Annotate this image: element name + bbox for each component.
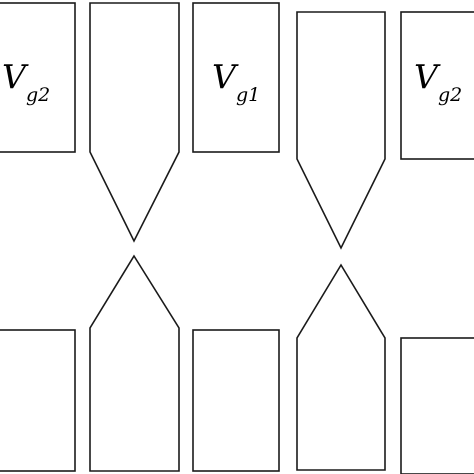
- gate-electrode-bottom-left: [0, 329, 76, 472]
- gate-label-right-subscript: g2: [438, 84, 462, 106]
- gate-label-right: V g2: [414, 57, 462, 106]
- point-contact-bottom-left: [89, 254, 180, 472]
- gate-electrode-top-right: [400, 11, 474, 160]
- gate-label-center: V g1: [212, 57, 260, 106]
- gate-label-left-subscript: g2: [26, 84, 50, 106]
- gate-electrode-top-center: [192, 2, 280, 153]
- point-contact-top-right: [296, 11, 386, 250]
- gate-electrode-bottom-center: [192, 329, 280, 472]
- gate-label-right-main: V: [414, 57, 441, 96]
- point-contact-bottom-right: [296, 263, 386, 471]
- gate-label-center-subscript: g1: [236, 84, 260, 106]
- point-contact-top-left: [89, 2, 180, 243]
- gate-label-left: V g2: [2, 57, 50, 106]
- gate-electrode-top-left: [0, 2, 76, 153]
- gate-label-left-main: V: [2, 57, 29, 96]
- gate-label-center-main: V: [212, 57, 239, 96]
- gate-electrode-bottom-right: [400, 337, 474, 474]
